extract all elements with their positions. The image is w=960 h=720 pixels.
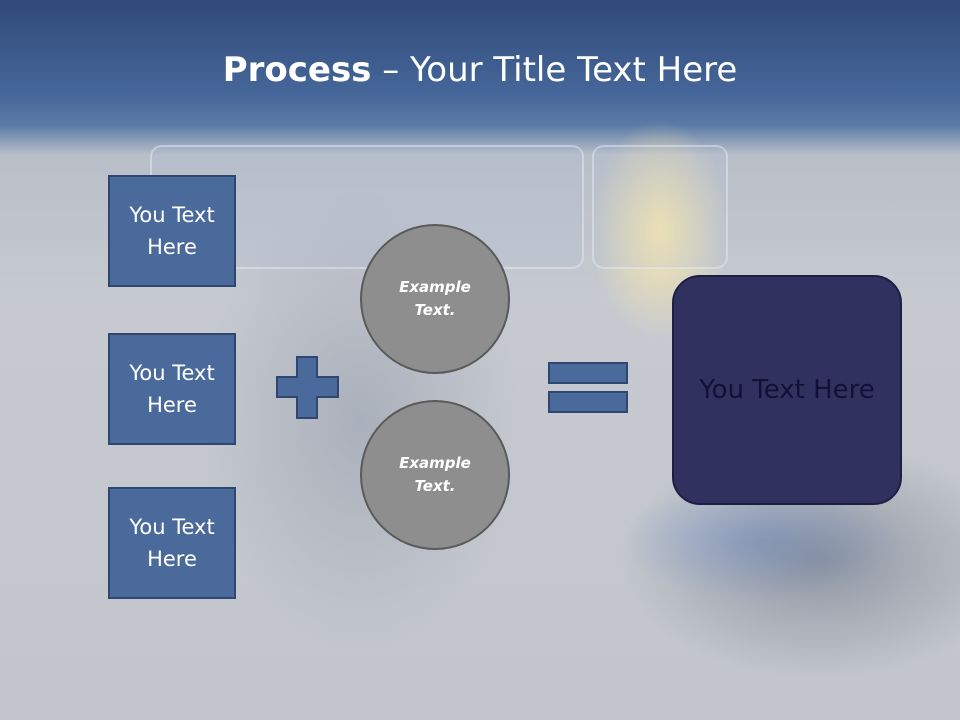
plus-icon bbox=[276, 356, 339, 419]
input-box-label: You Text Here bbox=[129, 361, 215, 417]
input-box-3: You Text Here bbox=[108, 487, 236, 599]
input-box-1: You Text Here bbox=[108, 175, 236, 287]
example-circle-1: Example Text. bbox=[360, 224, 510, 374]
title-rest: – Your Title Text Here bbox=[371, 50, 738, 90]
slide-title: Process – Your Title Text Here bbox=[0, 50, 960, 90]
hud-panel-right bbox=[592, 145, 728, 269]
input-box-label: You Text Here bbox=[129, 203, 215, 259]
input-box-label: You Text Here bbox=[129, 515, 215, 571]
example-circle-2: Example Text. bbox=[360, 400, 510, 550]
circle-label: Example Text. bbox=[399, 454, 471, 495]
result-box: You Text Here bbox=[672, 275, 902, 505]
result-label: You Text Here bbox=[699, 375, 875, 405]
equals-icon bbox=[548, 362, 628, 413]
title-bold: Process bbox=[222, 50, 372, 90]
circle-label: Example Text. bbox=[399, 278, 471, 319]
input-box-2: You Text Here bbox=[108, 333, 236, 445]
